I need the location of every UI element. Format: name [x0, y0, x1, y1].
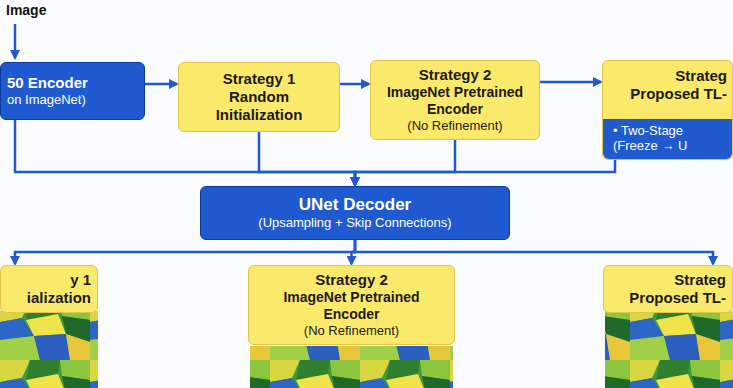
box-text: Proposed TL- — [603, 85, 732, 103]
flow-arrow — [259, 132, 355, 185]
flow-arrow — [355, 160, 615, 185]
box-text: (Upsampling + Skip Connections) — [207, 215, 503, 231]
box-heading: 50 Encoder — [7, 74, 138, 92]
flow-arrow — [355, 140, 455, 185]
box-heading: Strategy 2 — [255, 271, 448, 289]
strategy-box: Strategy 1Random Initialization — [178, 62, 340, 132]
map-image — [250, 346, 453, 388]
result-box: Strategy 2ImageNet Pretrained Encoder(No… — [248, 265, 455, 345]
flow-arrow — [340, 83, 369, 86]
strategy-box: StrategProposed TL- • Two-Stage (Freeze →… — [602, 60, 733, 160]
box-text: Proposed TL- — [610, 289, 726, 307]
box-text: ialization — [7, 289, 91, 307]
flow-arrow — [540, 81, 601, 84]
flow-arrow — [145, 83, 177, 86]
box-heading: Strategy 1 — [185, 70, 333, 88]
flow-arrow — [15, 240, 355, 264]
box-heading: Strateg — [610, 271, 726, 289]
box-text: ImageNet Pretrained Encoder — [255, 289, 448, 323]
encoder-box: 50 Encoderon ImageNet) — [0, 62, 145, 120]
box-heading: Strategy 2 — [377, 66, 533, 84]
method-band: • Two-Stage (Freeze → U — [603, 119, 732, 159]
map-image — [605, 311, 733, 388]
box-heading: • Two-Stage (Freeze → U — [613, 123, 726, 154]
box-heading: UNet Decoder — [207, 195, 503, 215]
box-text: ImageNet Pretrained Encoder — [377, 84, 533, 118]
box-text: (No Refinement) — [255, 323, 448, 339]
flow-arrow — [355, 240, 713, 264]
box-heading: y 1 — [7, 271, 91, 289]
box-text: Random Initialization — [185, 88, 333, 124]
input-label: Image — [6, 2, 46, 18]
result-box: y 1ialization — [0, 265, 98, 313]
strategy-box: Strategy 2ImageNet Pretrained Encoder(No… — [370, 60, 540, 140]
input-arrow — [14, 24, 17, 58]
decoder-box: UNet Decoder(Upsampling + Skip Connectio… — [200, 186, 510, 240]
result-box: StrategProposed TL- — [603, 265, 733, 313]
box-heading: Strateg — [603, 67, 732, 85]
box-text: on ImageNet) — [7, 92, 138, 108]
box-text: (No Refinement) — [377, 118, 533, 134]
map-image — [0, 311, 98, 388]
